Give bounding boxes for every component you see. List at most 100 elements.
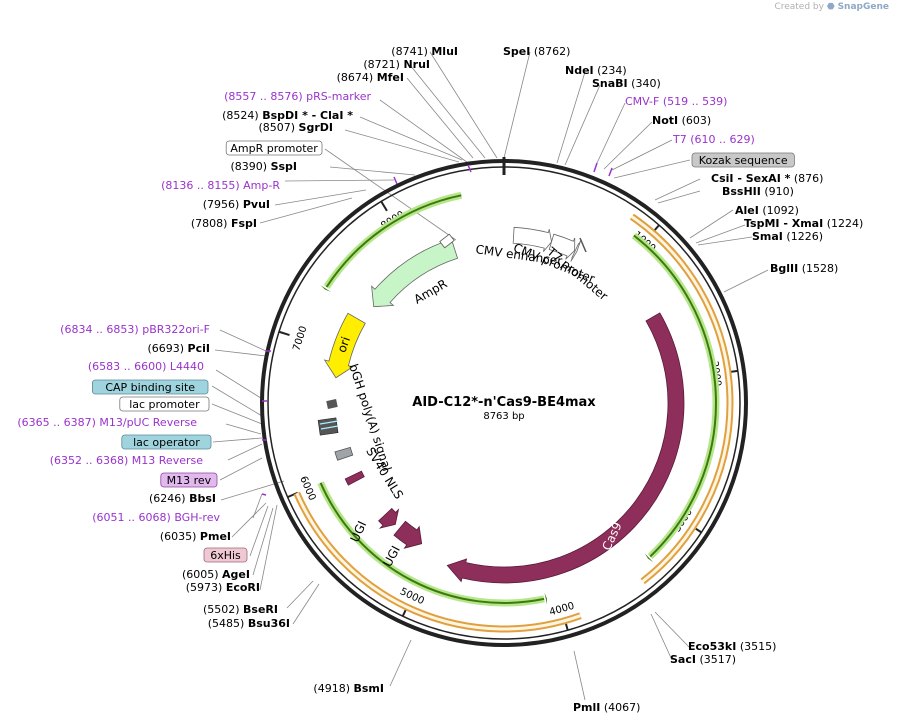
site-name: MfeI [377,71,404,84]
site-label-text: (8557 .. 8576) pRS-marker [224,90,371,103]
site-label-text: (8390) SspI [230,160,297,173]
feature-box [203,547,248,563]
site-coord: (6051 .. 6068) [92,511,171,524]
site-coord: (8507) [258,121,295,134]
site-label-text: SpeI (8762) [503,45,570,58]
leader-line [429,51,498,159]
site-name: MluI [431,45,458,58]
site-label-cmv-f[interactable]: CMV-F (519 .. 539) [625,95,727,108]
feature-ampr-arrow[interactable] [371,238,459,308]
site-label-pcii[interactable]: (6693) PciI [147,342,210,355]
site-label-cap-binding-site[interactable]: CAP binding site [92,379,209,395]
site-label-bseri[interactable]: (5502) BseRI [203,603,278,616]
orf-arc-green-2-arrowhead [544,592,547,605]
site-label-sgrdi[interactable]: (8507) SgrDI [258,121,333,134]
site-label-l4440[interactable]: (6583 .. 6600) L4440 [88,360,204,373]
feature-ampr-label: AmpR [412,277,450,307]
site-label-m13-puc-reverse[interactable]: (6365 .. 6387) M13/pUC Reverse [17,416,197,429]
feature-ugi-2-label: UGI [348,519,370,545]
site-label-noti[interactable]: NotI (603) [652,114,711,127]
site-name: PciI [188,342,210,355]
site-label-tspmi-xmai[interactable]: TspMI - XmaI (1224) [744,217,863,230]
feature-cmv-promoter-arrow[interactable] [548,233,576,260]
site-label-amp-r[interactable]: (8136 .. 8155) Amp-R [161,179,280,192]
site-label-kozak-sequence[interactable]: Kozak sequence [691,152,795,168]
site-label-6xhis[interactable]: 6xHis [203,547,248,563]
site-label-ampr-promoter[interactable]: AmpR promoter [225,140,323,156]
site-name: BspDI * - ClaI * [262,109,353,122]
site-label-bspdi-clai[interactable]: (8524) BspDI * - ClaI * [222,109,353,122]
site-label-spei[interactable]: SpeI (8762) [503,45,570,58]
site-label-bsshii[interactable]: BssHII (910) [722,185,794,198]
site-label-pmli[interactable]: PmlI (4067) [573,701,640,714]
leader-line [564,84,601,166]
lac-cluster-stripe-1 [319,420,339,425]
site-label-ndei[interactable]: NdeI (234) [565,64,627,77]
site-label-bgh-rev[interactable]: (6051 .. 6068) BGH-rev [92,511,220,524]
site-label-pbr322ori-f[interactable]: (6834 .. 6853) pBR322ori-F [60,323,210,336]
feature-cas9-arrow[interactable] [446,312,685,584]
site-coord: (7808) [191,217,228,230]
site-label-text: (8524) BspDI * - ClaI * [222,109,353,122]
feature-sv40-nls-block[interactable] [344,470,365,486]
leader-line [211,385,263,417]
site-label-t7[interactable]: T7 (610 .. 629) [672,133,755,146]
feature-ugi-2-arrow[interactable] [378,507,400,529]
site-label-prs-marker[interactable]: (8557 .. 8576) pRS-marker [224,90,371,103]
site-label-smai[interactable]: SmaI (1226) [752,230,823,243]
site-label-nrui[interactable]: (8721) NruI [363,58,430,71]
site-label-text: (6246) BbsI [149,492,216,505]
site-coord: (4918) [313,682,350,695]
scale-tick [380,200,388,212]
site-label-text: CMV-F (519 .. 539) [625,95,727,108]
site-coord: (910) [764,185,794,198]
site-label-eco53ki[interactable]: Eco53kI (3515) [688,640,776,653]
site-label-bbsi[interactable]: (6246) BbsI [149,492,216,505]
site-label-bsmi[interactable]: (4918) BsmI [313,682,384,695]
site-label-m13-reverse[interactable]: (6352 .. 6368) M13 Reverse [50,454,203,467]
site-label-csii-sexai[interactable]: CsiI - SexAI * (876) [711,172,823,185]
site-name: BssHII [722,185,761,198]
primer-mark-t7 [608,167,613,177]
site-coord: (5485) [208,617,245,630]
leader-line [359,116,463,161]
site-label-lac-promoter[interactable]: lac promoter [119,396,210,412]
site-label-lac-operator[interactable]: lac operator [121,434,212,450]
feature-ori-arrow[interactable] [323,312,366,379]
site-label-sspi[interactable]: (8390) SspI [230,160,297,173]
feature-t7-promoter-arrow[interactable] [570,240,582,262]
leader-line [286,580,314,609]
snapgene-logo-icon: ⬣ [826,2,835,12]
site-label-pvui[interactable]: (7956) PvuI [203,198,270,211]
site-label-text: AleI (1092) [735,204,799,217]
leader-line [219,329,267,352]
scale-tick [287,491,299,499]
site-coord: (1092) [762,204,799,217]
feature-box [121,434,212,450]
site-label-agei[interactable]: (6005) AgeI [182,568,250,581]
site-name: SspI [271,160,297,173]
site-label-bglii[interactable]: BglII (1528) [770,262,838,275]
site-label-snabi[interactable]: SnaBI (340) [592,77,661,90]
site-label-text: (8741) MluI [391,45,458,58]
site-label-ecori[interactable]: (5973) EcoRI [186,581,260,594]
feature-bgh-polya-block[interactable] [334,446,354,461]
site-label-alei[interactable]: AleI (1092) [735,204,799,217]
site-label-m13-rev[interactable]: M13 rev [160,472,218,488]
site-coord: (340) [631,77,661,90]
feature-ugi-1-arrow[interactable] [393,520,423,549]
site-label-bsu36i[interactable]: (5485) Bsu36I [208,617,290,630]
site-name: NruI [403,58,430,71]
site-label-pmei[interactable]: (6035) PmeI [160,530,231,543]
leader-line [657,190,701,204]
site-label-fspi[interactable]: (7808) FspI [191,217,257,230]
leader-line [654,178,701,201]
site-label-mfei[interactable]: (8674) MfeI [337,71,404,84]
site-label-mlui[interactable]: (8741) MluI [391,45,458,58]
site-label-text: SmaI (1226) [752,230,823,243]
site-label-saci[interactable]: SacI (3517) [670,653,736,666]
leader-line [556,71,586,164]
site-name: PmeI [200,530,231,543]
site-label-text: (5973) EcoRI [186,581,260,594]
feature-cmv-enhancer-arrow[interactable] [512,226,552,252]
